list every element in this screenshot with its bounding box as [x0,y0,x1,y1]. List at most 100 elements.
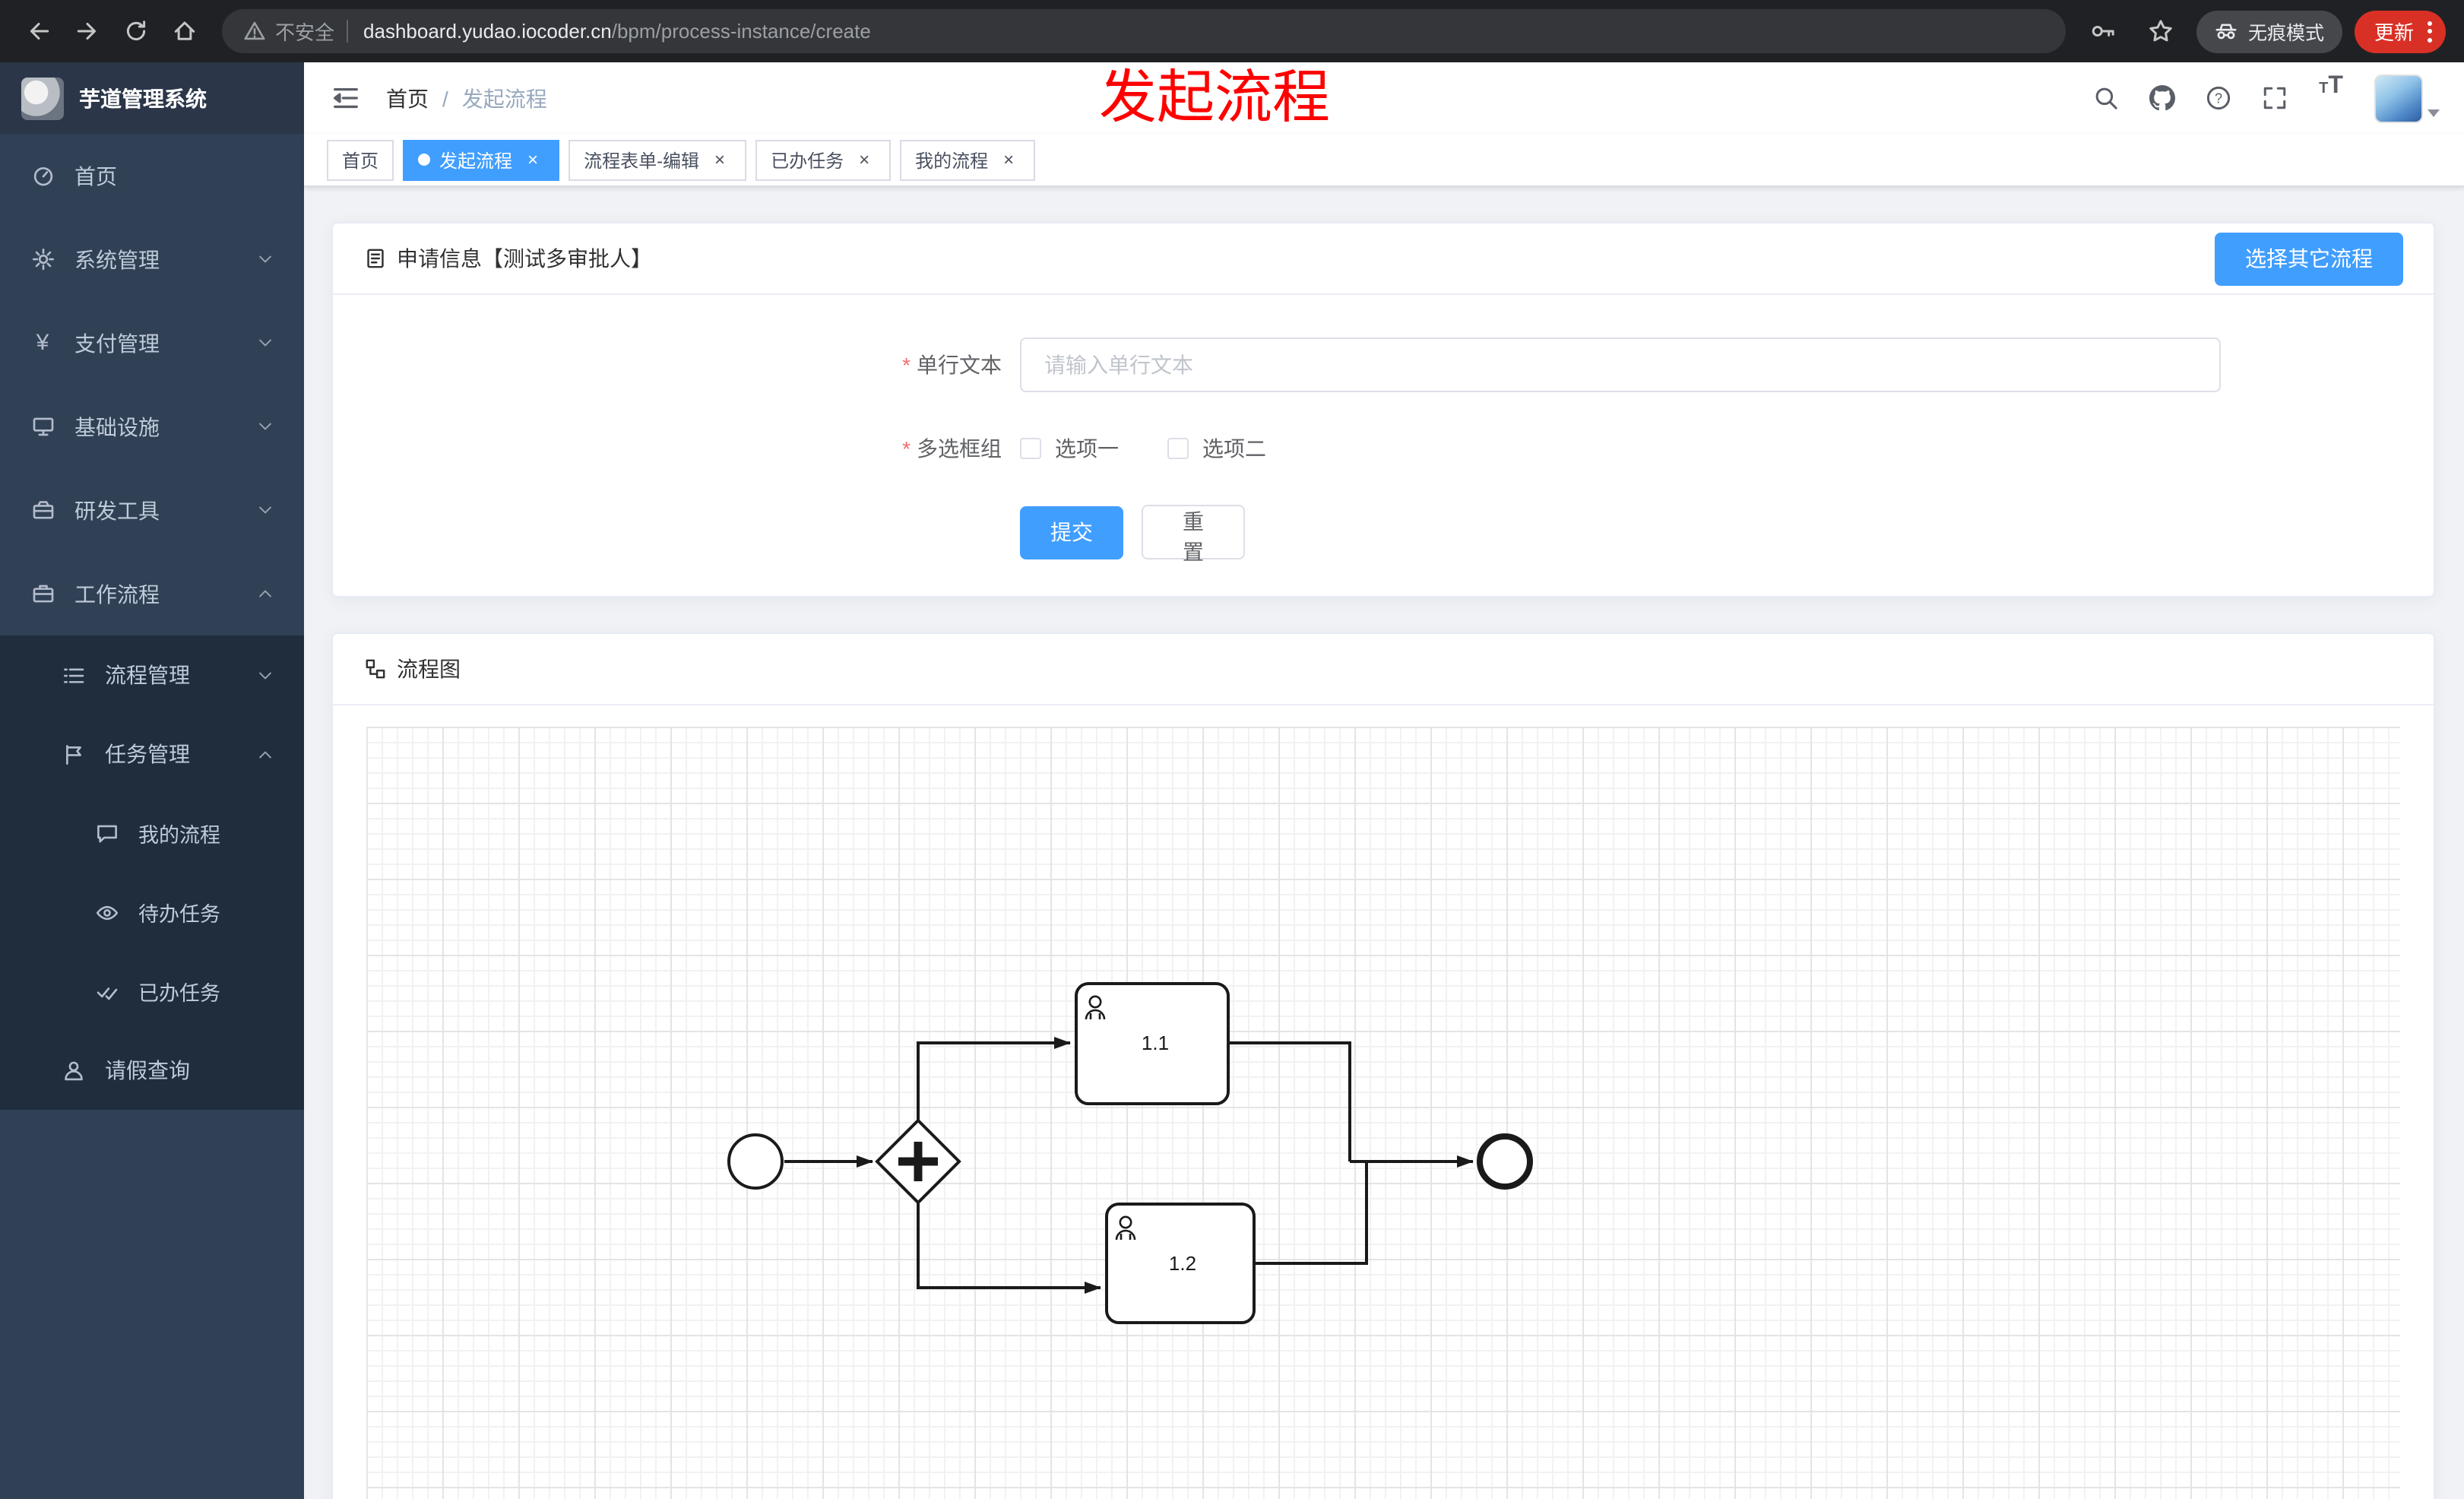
font-size-icon: T [2319,81,2329,97]
form-row-text: *单行文本 [333,338,2434,392]
insecure-warning-icon[interactable] [243,20,266,43]
security-label: 不安全 [275,21,335,44]
sidebar-item-workflow[interactable]: 工作流程 [0,552,304,635]
text-field-label: *单行文本 [902,353,1002,377]
bookmark-star-button[interactable] [2139,8,2184,54]
fullscreen-button[interactable] [2250,73,2300,123]
breadcrumb-home[interactable]: 首页 [386,86,429,110]
fullscreen-icon [2263,87,2286,109]
flag-icon [61,742,85,766]
breadcrumb-separator: / [442,86,448,110]
search-button[interactable] [2081,73,2131,123]
sidebar-item-label: 支付管理 [74,331,160,355]
browser-toolbar-right: 无痕模式 更新 [2081,8,2449,54]
single-line-text-input[interactable] [1020,338,2221,392]
sidebar-item-home[interactable]: 首页 [0,134,304,217]
url-host: dashboard.yudao.iocoder.cn [363,20,612,43]
incognito-icon [2215,24,2237,40]
user-task-1-1[interactable]: 1.1 [1075,982,1230,1105]
task-label: 1.2 [1169,1252,1196,1275]
checkbox-icon[interactable] [1020,438,1041,459]
sidebar-item-my-process[interactable]: 我的流程 [0,794,304,873]
tab-process-form-edit[interactable]: 流程表单-编辑 [568,139,747,180]
page-url: dashboard.yudao.iocoder.cn/bpm/process-i… [363,20,871,43]
tab-label: 发起流程 [439,150,513,171]
form-row-checkbox: *多选框组 选项一 选项二 [333,433,2434,464]
yen-icon: ¥ [36,330,49,356]
sidebar-item-label: 首页 [74,163,117,188]
breadcrumb-current: 发起流程 [461,86,547,110]
omnibox-divider [347,20,349,43]
choose-other-process-button[interactable]: 选择其它流程 [2215,232,2403,285]
sidebar: 芋道管理系统 首页 系统管理 ¥ 支付管理 基础设施 [0,62,304,1499]
flow-card-header: 流程图 [333,634,2434,705]
svg-text:?: ? [2215,90,2222,106]
flow-card-title: 流程图 [397,657,461,681]
tab-done-tasks[interactable]: 已办任务 [755,139,892,180]
close-icon[interactable] [521,148,544,171]
chevron-down-icon [257,418,274,435]
close-icon[interactable] [853,148,876,171]
forward-arrow-icon [76,22,96,40]
update-label: 更新 [2374,21,2414,44]
key-icon [2092,25,2115,37]
sidebar-item-label: 我的流程 [138,824,220,847]
submit-button[interactable]: 提交 [1020,505,1123,559]
caret-down-icon [2428,109,2440,116]
sidebar-item-system[interactable]: 系统管理 [0,217,304,301]
parallel-gateway[interactable] [875,1118,961,1205]
sidebar-item-process-management[interactable]: 流程管理 [0,635,304,715]
sidebar-item-label: 系统管理 [74,247,160,271]
sidebar-item-label: 已办任务 [138,982,220,1005]
start-event[interactable] [727,1133,784,1190]
incognito-badge: 无痕模式 [2196,10,2342,52]
star-icon [2150,20,2173,42]
app-title: 芋道管理系统 [79,86,207,110]
bpmn-canvas[interactable]: 1.1 1.2 [366,727,2400,1499]
tab-my-process[interactable]: 我的流程 [900,139,1036,180]
end-event[interactable] [1477,1133,1533,1190]
reset-button[interactable]: 重置 [1142,505,1245,564]
browser-menu-icon[interactable] [2428,21,2432,42]
sidebar-item-infrastructure[interactable]: 基础设施 [0,385,304,468]
question-circle-icon: ? [2206,86,2231,110]
help-button[interactable]: ? [2193,73,2244,123]
password-key-button[interactable] [2081,8,2127,54]
app-logo [21,77,64,119]
sidebar-item-task-management[interactable]: 任务管理 [0,715,304,794]
app-logo-row[interactable]: 芋道管理系统 [0,62,304,134]
github-button[interactable] [2137,73,2187,123]
browser-back-button[interactable] [15,8,61,54]
close-icon[interactable] [997,148,1020,171]
sidebar-item-done-tasks[interactable]: 已办任务 [0,952,304,1031]
browser-address-bar[interactable]: 不安全 dashboard.yudao.iocoder.cn/bpm/proce… [222,9,2066,53]
browser-home-button[interactable] [161,8,207,54]
list-icon [61,663,85,687]
checkbox-option-2[interactable]: 选项二 [1167,433,1266,464]
sidebar-item-payment[interactable]: ¥ 支付管理 [0,301,304,385]
close-icon[interactable] [708,148,731,171]
checkbox-label: 选项一 [1055,436,1119,461]
chevron-down-icon [257,502,274,518]
browser-refresh-button[interactable] [112,8,158,54]
user-menu[interactable] [2374,74,2440,122]
gear-icon [30,247,55,271]
browser-update-button[interactable]: 更新 [2354,10,2446,52]
user-avatar [2374,74,2423,122]
apply-form: *单行文本 *多选框组 选项一 [333,295,2434,596]
browser-forward-button[interactable] [64,8,109,54]
document-icon [365,248,386,269]
required-marker: * [902,436,911,461]
tab-label: 流程表单-编辑 [584,150,700,171]
task-label: 1.1 [1142,1032,1169,1054]
sidebar-item-dev-tools[interactable]: 研发工具 [0,468,304,552]
tab-home[interactable]: 首页 [327,139,394,180]
sidebar-item-todo-tasks[interactable]: 待办任务 [0,873,304,952]
sidebar-item-leave-query[interactable]: 请假查询 [0,1031,304,1110]
checkbox-option-1[interactable]: 选项一 [1020,433,1119,464]
tab-create-process[interactable]: 发起流程 [403,139,560,180]
user-task-1-2[interactable]: 1.2 [1105,1203,1256,1324]
sidebar-collapse-button[interactable] [328,81,362,115]
checkbox-icon[interactable] [1167,438,1189,459]
